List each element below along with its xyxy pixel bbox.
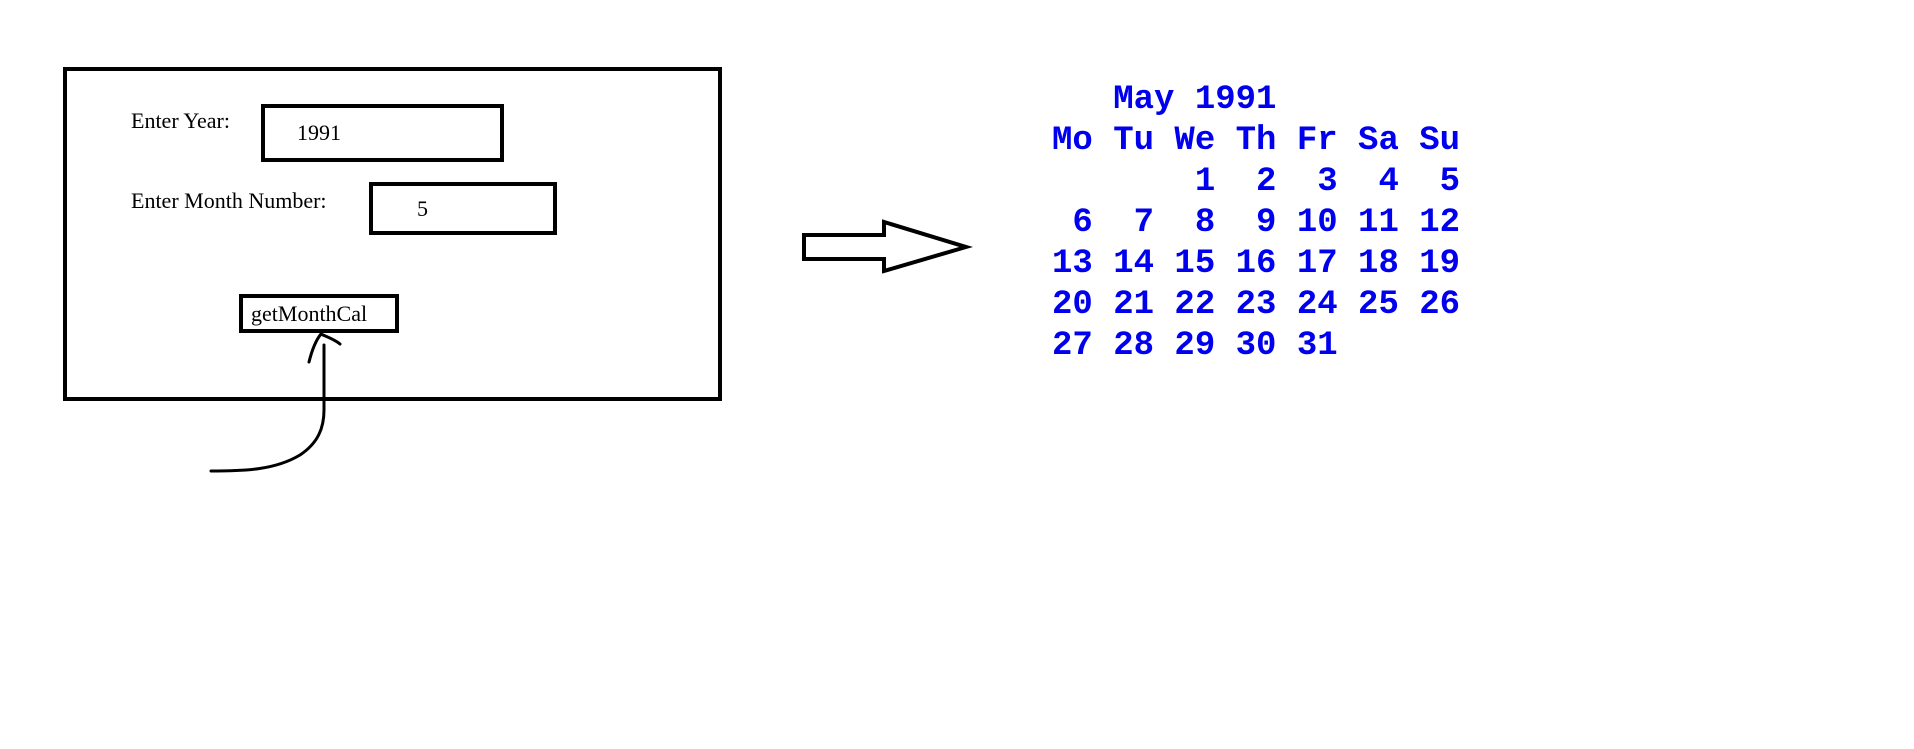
month-label: Enter Month Number: [131,188,327,213]
input-form-panel [63,67,722,401]
calendar-week-row: 27 28 29 30 31 [1052,327,1338,365]
year-input[interactable] [261,104,504,162]
get-month-cal-button[interactable]: getMonthCal [239,294,399,333]
calendar-title: May 1991 [1052,81,1277,119]
curved-pointer-arrow-icon [209,332,342,473]
year-label: Enter Year: [131,108,230,133]
month-input[interactable] [369,182,557,235]
calendar-week-row: 20 21 22 23 24 25 26 [1052,286,1461,324]
right-arrow-icon [802,219,973,274]
calendar-week-row: 1 2 3 4 5 [1052,163,1461,201]
calendar-week-row: 6 7 8 9 10 11 12 [1052,204,1461,242]
calendar-week-row: 13 14 15 16 17 18 19 [1052,245,1461,283]
calendar-weekday-header: Mo Tu We Th Fr Sa Su [1052,122,1461,160]
